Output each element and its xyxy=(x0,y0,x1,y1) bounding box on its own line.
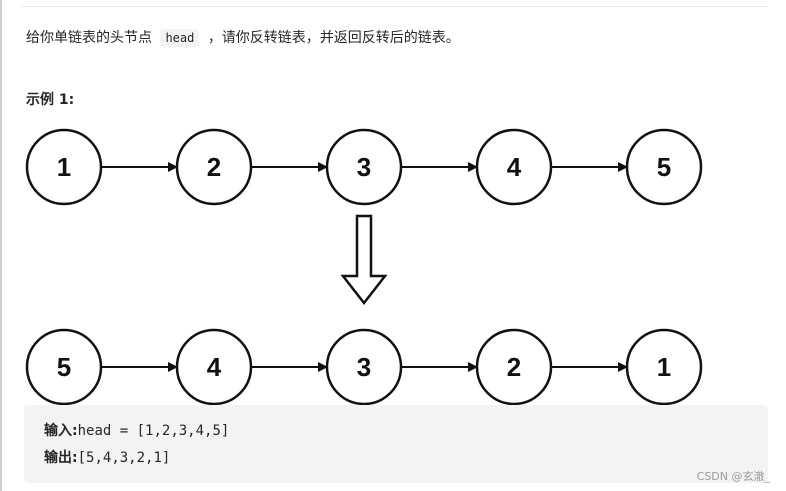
example-title: 示例 1: xyxy=(26,92,75,108)
problem-description: 给你单链表的头节点 head ，请你反转链表，并返回反转后的链表。 xyxy=(26,26,460,50)
original-list: 1 2 3 4 5 xyxy=(25,128,703,206)
input-line: 输入:head = [1,2,3,4,5] xyxy=(44,420,229,440)
description-text-after: ，请你反转链表，并返回反转后的链表。 xyxy=(207,30,460,46)
top-divider xyxy=(22,6,768,7)
description-text-before: 给你单链表的头节点 xyxy=(26,30,152,46)
input-label: 输入: xyxy=(44,423,78,439)
inline-code-head: head xyxy=(160,29,200,47)
original-node-value: 5 xyxy=(657,152,671,182)
reversed-node-value: 3 xyxy=(357,352,371,382)
original-node-value: 1 xyxy=(57,152,71,182)
example-code-block: 输入:head = [1,2,3,4,5] 输出:[5,4,3,2,1] xyxy=(24,405,768,483)
reversed-node-circle xyxy=(625,328,703,406)
output-label: 输出: xyxy=(44,450,78,466)
input-value: head = [1,2,3,4,5] xyxy=(77,423,230,439)
reversed-node-value: 4 xyxy=(207,352,222,382)
output-value: [5,4,3,2,1] xyxy=(77,450,171,466)
reversed-list: 5 4 3 2 1 xyxy=(25,328,703,406)
reversed-node-value: 2 xyxy=(507,352,521,382)
left-border xyxy=(0,0,2,491)
original-node-value: 2 xyxy=(207,152,221,182)
csdn-watermark: CSDN @玄澈_ xyxy=(696,470,770,483)
reverse-arrow-icon xyxy=(340,214,388,306)
reversed-node-value: 1 xyxy=(657,352,671,382)
output-line: 输出:[5,4,3,2,1] xyxy=(44,447,170,467)
reversed-node-value: 5 xyxy=(57,352,71,382)
original-node-value: 4 xyxy=(507,152,522,182)
original-node-value: 3 xyxy=(357,152,371,182)
original-node-circle xyxy=(625,128,703,206)
